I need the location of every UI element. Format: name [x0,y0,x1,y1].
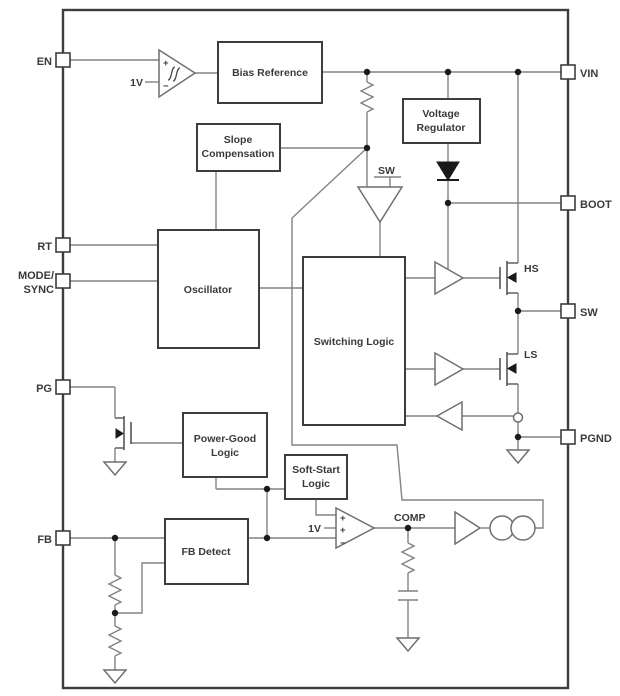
block-vreg-label-1: Voltage [422,108,459,120]
pg-wires [70,386,183,462]
inverter-bubble-icon [512,412,524,423]
error-amp-minus: − [340,538,346,549]
ls-label: LS [524,349,537,361]
power-good-to-softstart-wires [215,477,285,538]
block-vreg-label-2: Regulator [416,122,465,134]
pin-pg: PG [36,379,71,395]
hysteresis-icon [172,67,181,82]
block-switching-logic-label: Switching Logic [314,336,395,348]
pin-sw-label: SW [580,307,598,319]
comp-node-label: COMP [394,512,426,524]
fb-wires [70,537,336,670]
pin-en-label: EN [37,56,52,68]
pin-rt-label: RT [37,241,52,253]
pin-mode-label-1: MODE/ [18,270,54,282]
pin-fb: FB [37,530,71,546]
ls-mosfet-icon [499,352,518,386]
block-pg-label-2: Logic [211,447,239,459]
comp-node-wires [374,527,455,638]
slope-comp-feed-wire [291,147,544,529]
pin-boot-label: BOOT [580,199,612,211]
block-pg-label-1: Power-Good [194,433,256,445]
en-ref-label: 1V [130,77,143,89]
ground-icon [102,449,531,685]
pin-vin-label: VIN [580,68,598,80]
error-amp-plus1: + [340,513,346,524]
block-fb-detect-label: FB Detect [181,546,231,558]
junction-dots [111,68,522,617]
block-ss-label-1: Soft-Start [292,464,340,476]
block-power-good-logic: Power-Good Logic [182,412,268,478]
error-amp-ref-label: 1V [308,523,321,535]
sw-node-wires [517,293,561,450]
sw-gate-drive-wires [374,176,401,257]
en-input-wire [70,59,218,83]
pg-mosfet-icon [115,416,132,450]
hysteresis-icon [167,66,176,81]
block-slope-compensation: Slope Compensation [196,123,281,172]
block-bias-reference: Bias Reference [217,41,323,104]
current-source-icon [510,515,536,541]
ic-boundary [61,8,570,690]
block-slope-label-2: Compensation [202,148,275,160]
bootstrap-diode-icon [436,161,460,181]
block-soft-start-logic: Soft-Start Logic [284,454,348,500]
en-comparator: + − [158,48,197,99]
pin-rt: RT [37,237,71,253]
ls-driver [434,351,465,387]
boot-wire [447,202,561,269]
pin-en: EN [37,52,71,68]
gm-stage [454,510,536,546]
hs-mosfet-icon [499,261,518,295]
hs-label: HS [524,263,539,275]
block-fb-detect: FB Detect [164,518,249,585]
hs-driver [434,260,465,296]
pin-boot: BOOT [560,195,612,211]
sw-buffer [356,186,404,224]
error-amplifier: + + − [335,506,376,550]
en-comparator-minus: − [163,81,169,92]
block-oscillator: Oscillator [157,229,260,349]
softstart-to-amp-wire [315,499,336,529]
block-slope-label-1: Slope [224,134,253,146]
oscillator-wires [70,171,303,289]
error-amp-plus2: + [340,525,346,536]
block-bias-reference-label: Bias Reference [232,67,308,79]
block-oscillator-label: Oscillator [184,284,232,296]
pin-mode-label-2: SYNC [23,284,54,296]
block-switching-logic: Switching Logic [302,256,406,426]
zero-cross-comparator [435,400,524,432]
pin-pg-label: PG [36,383,52,395]
pin-fb-label: FB [37,534,52,546]
pin-mode-sync: MODE/ SYNC [18,270,71,296]
pin-sw: SW [560,303,598,319]
block-ss-label-2: Logic [302,478,330,490]
en-comparator-plus: + [163,58,169,69]
pin-vin: VIN [560,64,598,80]
pin-pgnd: PGND [560,429,612,445]
block-voltage-regulator: Voltage Regulator [402,98,481,144]
sw-gate-drive-label: SW [378,165,395,177]
pin-pgnd-label: PGND [580,433,612,445]
